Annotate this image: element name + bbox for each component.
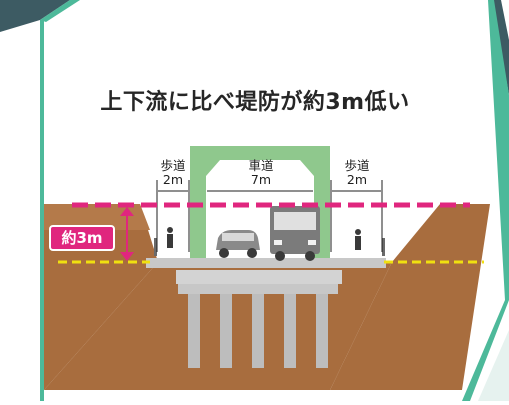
truss-post-left (190, 146, 206, 258)
car-wheel (219, 248, 229, 258)
right-sidewalk-label: 歩道 2m (334, 159, 380, 187)
right-sidewalk-name: 歩道 (344, 158, 370, 173)
pier-column (220, 294, 232, 368)
height-badge: 約3m (61, 229, 103, 247)
truss-bracket-left (206, 160, 220, 176)
right-embankment (330, 204, 490, 390)
pier-column (284, 294, 296, 368)
pier-column (316, 294, 328, 368)
pedestrian-right-head (355, 229, 361, 235)
bridge-girder (176, 270, 342, 284)
left-sidewalk-name: 歩道 (160, 158, 186, 173)
height-arrow-up (120, 207, 134, 216)
bus-headlight (274, 240, 282, 245)
car-window (222, 233, 254, 241)
pier-column (188, 294, 200, 368)
bus-wheel (275, 251, 285, 261)
car-wheel (247, 248, 257, 258)
corner-decoration-bottom-right (478, 330, 509, 401)
headline: 上下流に比べ堤防が約3m低い (100, 90, 410, 115)
roadway-width: 7m (250, 172, 272, 187)
height-badge-box (49, 225, 115, 251)
roadway-name: 車道 (248, 158, 274, 173)
pedestrian-left-head (167, 227, 173, 233)
lane-dimension-arrows (156, 180, 383, 252)
left-embankment-top (44, 204, 150, 230)
bus-windshield (274, 212, 316, 230)
bus-wheel (305, 251, 315, 261)
railing-post (382, 238, 385, 256)
corner-decoration-top-left (0, 0, 70, 32)
frame-left-border (40, 20, 44, 401)
bridge-deck (146, 258, 386, 268)
truss-top-beam (190, 146, 330, 160)
railing-post (154, 238, 157, 256)
pedestrian-right (355, 236, 361, 250)
left-sidewalk-width: 2m (162, 172, 184, 187)
height-arrow-down (120, 252, 134, 261)
left-sidewalk-label: 歩道 2m (150, 159, 196, 187)
pedestrian-left (167, 234, 173, 248)
frame-right-border (462, 0, 509, 401)
pier-column (252, 294, 264, 368)
pier-cap (178, 282, 338, 294)
right-sidewalk-width: 2m (346, 172, 368, 187)
roadway-label: 車道 7m (236, 159, 286, 187)
truss-bracket-right (300, 160, 314, 176)
corner-decoration-green (40, 0, 80, 22)
bus-headlight (308, 240, 316, 245)
